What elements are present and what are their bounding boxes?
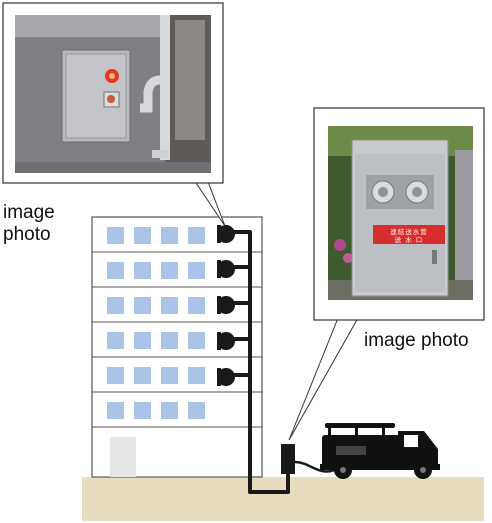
outlet-valve xyxy=(217,296,235,314)
window xyxy=(134,297,151,314)
window xyxy=(134,262,151,279)
window xyxy=(188,367,205,384)
building xyxy=(91,216,263,478)
ground xyxy=(82,477,484,521)
window xyxy=(188,227,205,244)
outlet-valve xyxy=(217,332,235,350)
window xyxy=(107,262,124,279)
window xyxy=(161,367,178,384)
photo-left xyxy=(2,2,224,184)
window xyxy=(161,402,178,419)
window xyxy=(161,227,178,244)
photo-caption-right: image photo xyxy=(364,330,469,351)
window xyxy=(107,227,124,244)
window xyxy=(107,402,124,419)
fire-hose xyxy=(294,460,336,473)
entrance-door xyxy=(110,437,136,477)
siamese-connection-box xyxy=(281,444,295,474)
window xyxy=(107,367,124,384)
standpipe xyxy=(232,230,290,494)
window xyxy=(134,367,151,384)
sign-line-2: 送 水 口 xyxy=(394,236,424,244)
outlet-valve xyxy=(217,260,235,278)
window xyxy=(188,297,205,314)
window xyxy=(134,227,151,244)
sign-line-1: 連結送水管 xyxy=(390,228,428,236)
window xyxy=(161,262,178,279)
window xyxy=(188,262,205,279)
window xyxy=(107,297,124,314)
window xyxy=(107,332,124,349)
window xyxy=(161,332,178,349)
outlets xyxy=(217,225,235,386)
window xyxy=(188,402,205,419)
callout-pointer-right xyxy=(288,317,359,441)
outlet-valve xyxy=(217,368,235,386)
fire-truck xyxy=(320,423,440,479)
window xyxy=(134,332,151,349)
window xyxy=(188,332,205,349)
window xyxy=(161,297,178,314)
connection-sign xyxy=(373,225,445,244)
window xyxy=(134,402,151,419)
sign-text: 連結送水管 送 水 口 xyxy=(376,228,442,244)
riser-pipe xyxy=(232,230,290,494)
photo-caption-left: image photo xyxy=(3,202,55,245)
outlet-valve xyxy=(217,225,235,243)
photo-right xyxy=(313,107,485,321)
